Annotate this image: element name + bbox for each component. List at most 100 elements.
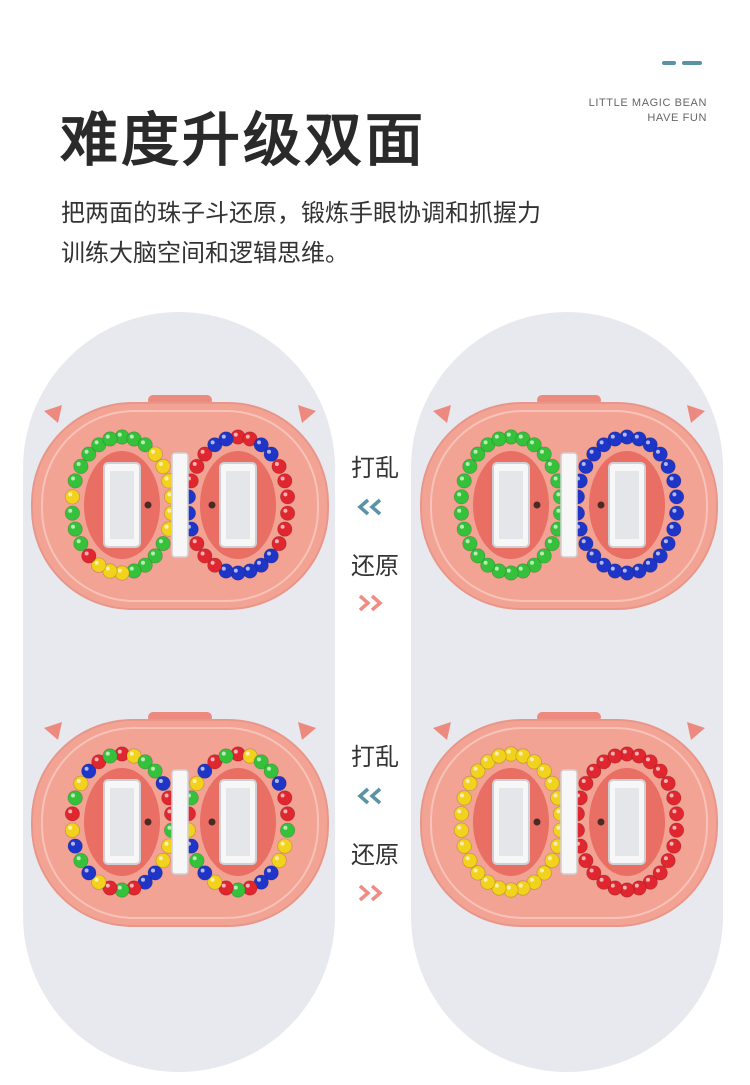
bead: [669, 505, 685, 521]
bead: [586, 865, 602, 881]
bead: [578, 536, 594, 552]
bead: [666, 521, 682, 537]
bead: [666, 790, 682, 806]
bead: [470, 865, 486, 881]
bead: [660, 458, 676, 475]
bead: [456, 521, 472, 537]
bead: [271, 536, 287, 552]
bead: [280, 489, 296, 505]
bead: [666, 473, 682, 489]
bead: [462, 536, 478, 552]
toy-ear: [44, 405, 62, 423]
bead: [491, 431, 507, 447]
bead: [102, 431, 118, 447]
center-window: [171, 452, 189, 558]
bead: [271, 853, 287, 869]
bead: [81, 865, 97, 881]
bead: [544, 775, 560, 792]
bead: [544, 536, 560, 552]
bead: [64, 822, 81, 838]
accent-dash-2: [682, 61, 702, 65]
bead: [536, 763, 552, 779]
center-window: [560, 769, 578, 875]
bead: [155, 536, 171, 552]
bead: [462, 458, 478, 475]
bead: [189, 853, 205, 869]
bead: [578, 775, 594, 792]
back-arrows-icon: [357, 498, 382, 516]
toy-ear: [687, 405, 705, 423]
bead: [189, 775, 205, 792]
toy-ear: [298, 722, 316, 740]
bead: [586, 548, 602, 564]
brand-tagline: LITTLE MAGIC BEAN HAVE FUN: [589, 96, 707, 126]
bead: [277, 521, 293, 537]
toy-top-scrambled: [31, 395, 329, 610]
toy-ear: [433, 405, 451, 423]
bead: [263, 446, 279, 462]
bead: [218, 431, 234, 447]
bead: [67, 838, 83, 854]
toy-ear: [298, 405, 316, 423]
bead: [155, 853, 171, 869]
bead: [271, 775, 287, 792]
toy-top-restored: [420, 395, 718, 610]
bead: [271, 458, 287, 475]
bead: [102, 748, 118, 764]
toy-bottom-restored: [420, 712, 718, 927]
bead: [67, 790, 83, 806]
bead: [67, 521, 83, 537]
bead: [660, 775, 676, 792]
bead: [660, 536, 676, 552]
bead: [453, 806, 470, 822]
scramble-label-bottom: 打乱: [351, 743, 399, 771]
bead: [81, 548, 97, 564]
forward-arrows-icon: [358, 594, 383, 612]
page-title: 难度升级双面: [60, 106, 427, 174]
forward-arrows-icon: [358, 884, 383, 902]
bead: [67, 473, 83, 489]
bead: [64, 505, 81, 521]
bead: [147, 763, 163, 779]
bead: [197, 865, 213, 881]
bead: [652, 763, 668, 779]
bead: [453, 489, 470, 505]
bead: [73, 853, 89, 869]
restore-label-top: 还原: [351, 552, 399, 580]
bead: [544, 853, 560, 869]
bead: [462, 853, 478, 869]
bead: [607, 431, 623, 447]
bead: [456, 790, 472, 806]
center-window: [171, 769, 189, 875]
bead: [280, 806, 296, 822]
bead: [453, 505, 470, 521]
brand-line-2: HAVE FUN: [647, 112, 707, 124]
bead: [666, 838, 682, 854]
bead: [73, 458, 89, 475]
bead: [155, 775, 171, 792]
bead: [669, 822, 685, 838]
description-line-2: 训练大脑空间和逻辑思维。: [61, 239, 349, 267]
bead: [544, 458, 560, 475]
toy-ear: [44, 722, 62, 740]
bead: [536, 446, 552, 462]
bead: [280, 505, 296, 521]
bead: [456, 838, 472, 854]
bead: [277, 838, 293, 854]
bead: [263, 763, 279, 779]
bead: [660, 853, 676, 869]
bead: [147, 446, 163, 462]
bead: [277, 473, 293, 489]
bead: [64, 489, 81, 505]
bead: [669, 489, 685, 505]
bead: [456, 473, 472, 489]
bead: [73, 536, 89, 552]
scramble-label-top: 打乱: [351, 454, 399, 482]
bead: [64, 806, 81, 822]
description-line-1: 把两面的珠子斗还原，锻炼手眼协调和抓握力: [61, 199, 541, 227]
bead: [73, 775, 89, 792]
bead: [280, 822, 296, 838]
bead: [453, 822, 470, 838]
bead: [197, 548, 213, 564]
toy-bottom-scrambled: [31, 712, 329, 927]
